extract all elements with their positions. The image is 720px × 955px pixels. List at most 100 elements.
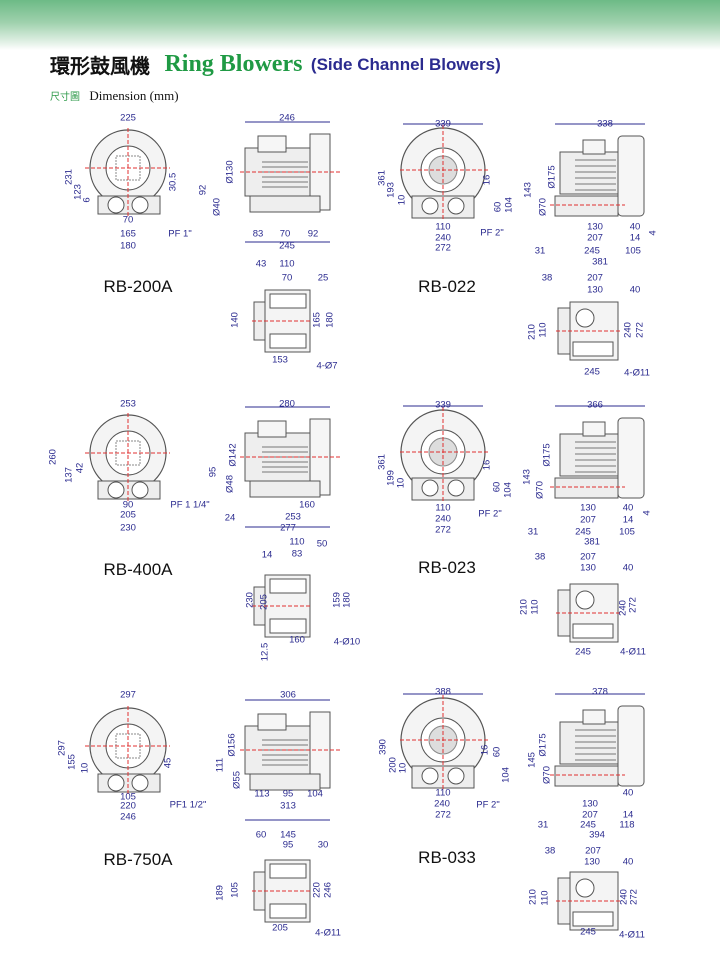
- dimension-label: 366: [587, 399, 603, 411]
- dimension-label: 260: [47, 449, 59, 465]
- dimension-label: 110: [435, 787, 451, 799]
- dimension-label: 10: [396, 194, 408, 206]
- base-bracket: [97, 480, 161, 500]
- dimension-label: 4-Ø7: [316, 360, 338, 372]
- dimension-label: 153: [272, 354, 288, 366]
- dimension-label: 388: [435, 686, 451, 698]
- dimension-label: 31: [527, 526, 539, 538]
- dimension-label: 95: [282, 839, 294, 851]
- dimension-label: 60: [491, 746, 503, 758]
- dimension-label: 246: [322, 882, 334, 898]
- section-heading-chinese: 尺寸圖: [50, 92, 80, 103]
- terminal-box: [257, 420, 287, 438]
- dimension-label: 220: [311, 882, 323, 898]
- dimension-label: 272: [627, 597, 639, 613]
- technical-drawing: [85, 121, 340, 353]
- dimension-label: 378: [592, 686, 608, 698]
- dimension-label: 245: [580, 926, 596, 938]
- dimension-label: PF 2": [476, 799, 500, 811]
- dimension-label: 4-Ø11: [619, 929, 645, 941]
- technical-drawing: [400, 693, 645, 931]
- dimension-label: 230: [244, 592, 256, 608]
- dimension-label: 30: [317, 839, 329, 851]
- dimension-label: 40: [629, 221, 641, 233]
- dimension-label: 253: [285, 511, 301, 523]
- motor-body: [559, 721, 619, 765]
- top-view-foot: [269, 863, 307, 879]
- outlet-port: [131, 774, 149, 792]
- dimension-label: 10: [397, 762, 409, 774]
- dimension-label: 180: [341, 592, 353, 608]
- title-english: Ring Blowers: [164, 51, 303, 77]
- dimension-label: 16: [481, 459, 493, 471]
- dimension-label: 165: [311, 312, 323, 328]
- model-name: RB-022: [418, 277, 476, 296]
- dimension-label: 140: [229, 312, 241, 328]
- model-name: RB-400A: [103, 560, 173, 579]
- dimension-label: 205: [120, 509, 136, 521]
- dimension-label: 30.5: [167, 172, 179, 192]
- dimension-label: PF 1 1/4": [170, 499, 210, 511]
- dimension-label: 40: [622, 562, 634, 574]
- dimension-label: 40: [622, 787, 634, 799]
- model-name: RB-023: [418, 558, 476, 577]
- dimension-label: 207: [580, 551, 596, 563]
- dimension-label: 130: [587, 284, 603, 296]
- dimension-label: 231: [63, 169, 75, 185]
- dimension-label: 381: [584, 536, 600, 548]
- dimension-label: 130: [584, 856, 600, 868]
- dimension-label: 339: [435, 399, 451, 411]
- dimension-label: 50: [316, 538, 328, 550]
- dimension-label: 390: [377, 739, 389, 755]
- dimension-label: 160: [299, 499, 315, 511]
- dimension-label: 83: [252, 228, 264, 240]
- top-view-foot: [269, 578, 307, 594]
- dimension-label: 381: [592, 256, 608, 268]
- dimension-label: 10: [395, 477, 407, 489]
- dimension-label: 4-Ø10: [333, 636, 361, 648]
- inlet-port: [107, 196, 125, 214]
- dimension-label: 240: [434, 798, 450, 810]
- dimension-label: 130: [580, 502, 596, 514]
- dimension-label: 105: [619, 526, 635, 538]
- dimension-label: Ø175: [541, 443, 553, 467]
- inlet-port: [421, 197, 439, 215]
- dimension-label: 31: [534, 245, 546, 257]
- dimension-label: PF 2": [480, 227, 504, 239]
- dimension-label: 230: [120, 522, 136, 534]
- side-base: [554, 765, 619, 787]
- dimension-label: 245: [584, 366, 600, 378]
- motor-body: [559, 433, 619, 477]
- blower-housing-side: [617, 417, 645, 499]
- dimension-label: 6: [81, 197, 93, 203]
- dimension-label: 104: [500, 767, 512, 783]
- dimension-label: 245: [575, 526, 591, 538]
- dimension-label: 70: [279, 228, 291, 240]
- dimension-label: 272: [435, 524, 451, 536]
- dimension-label: 143: [521, 469, 533, 485]
- dimension-label: 16: [479, 744, 491, 756]
- dimension-label: 95: [282, 788, 294, 800]
- dimension-label: Ø55: [231, 771, 243, 789]
- dimension-label: 245: [279, 240, 295, 252]
- dimension-label: 240: [435, 513, 451, 525]
- technical-drawing: [400, 405, 645, 643]
- base-bracket: [97, 773, 161, 793]
- dimension-label: 272: [634, 322, 646, 338]
- dimension-label: 246: [120, 811, 136, 823]
- outlet-port: [447, 479, 465, 497]
- dimension-label: 110: [289, 536, 305, 548]
- dimension-label: 60: [491, 481, 503, 493]
- dimension-label: 193: [385, 182, 397, 198]
- side-base: [249, 773, 321, 791]
- dimension-label: Ø70: [537, 198, 549, 216]
- dimension-label: Ø48: [224, 475, 236, 493]
- dimension-label: 4-Ø11: [620, 646, 646, 658]
- dimension-label: 14: [622, 514, 634, 526]
- dimension-label: 110: [537, 322, 549, 338]
- dimension-label: 137: [63, 467, 75, 483]
- dimension-label: 394: [589, 829, 605, 841]
- dimension-label: 4: [647, 230, 659, 236]
